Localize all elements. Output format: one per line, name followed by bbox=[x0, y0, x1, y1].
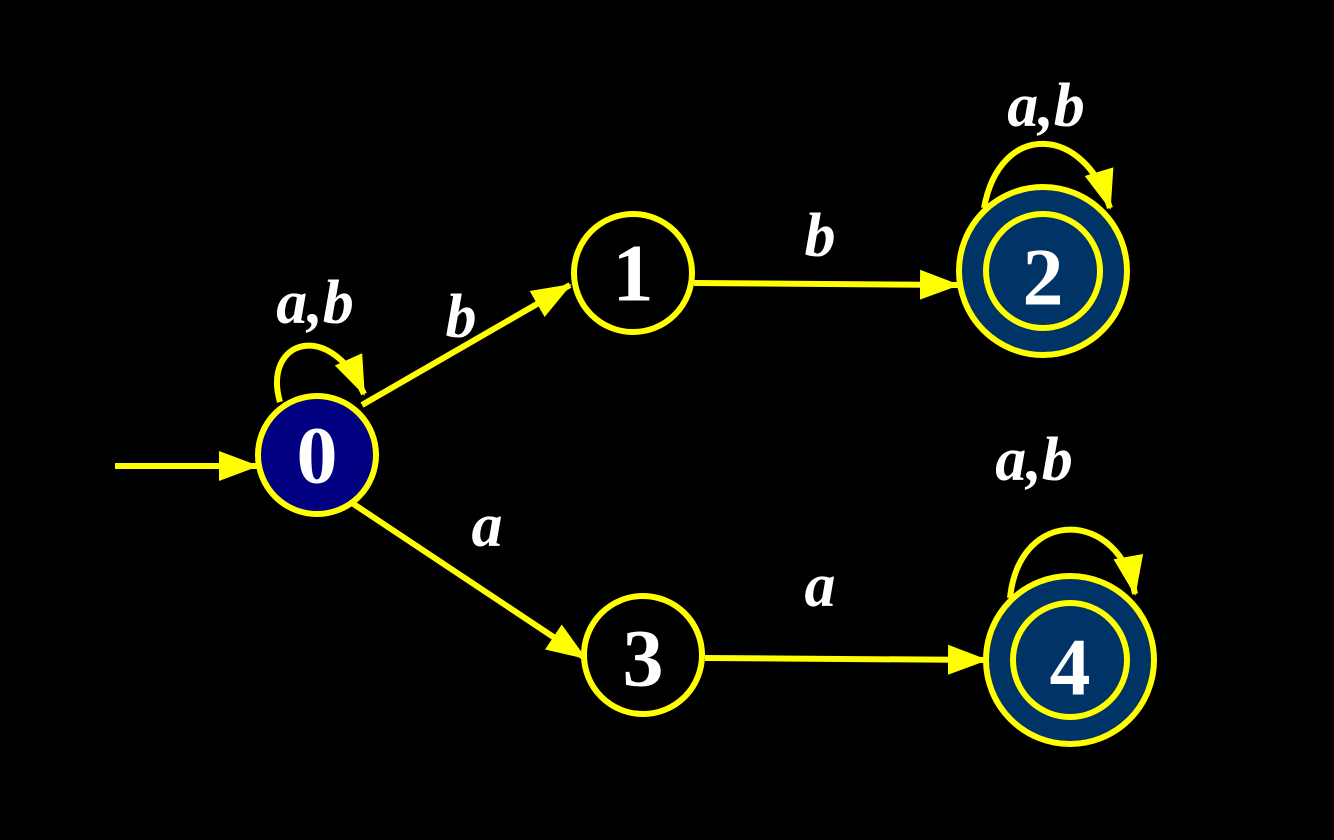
state-1-label: 1 bbox=[613, 228, 654, 319]
edge-1-to-2 bbox=[693, 269, 960, 300]
label-edge-0-to-3: a bbox=[472, 492, 503, 560]
label-edge-3-to-4: a bbox=[805, 552, 836, 620]
state-2-inner-circle bbox=[983, 211, 1103, 331]
loop-4 bbox=[1007, 526, 1144, 599]
label-loop-4: a,b bbox=[995, 426, 1073, 494]
edge-0-to-1 bbox=[360, 282, 572, 408]
state-0-circle bbox=[255, 393, 379, 517]
edge-0-to-3 bbox=[350, 500, 587, 661]
loop-0 bbox=[274, 342, 367, 403]
label-edge-1-to-2: b bbox=[805, 202, 836, 270]
state-4-label: 4 bbox=[1050, 622, 1091, 713]
loop-2 bbox=[981, 140, 1114, 210]
label-loop-0: a,b bbox=[276, 269, 354, 337]
state-2: 2 bbox=[956, 184, 1130, 358]
state-1: 1 bbox=[571, 211, 695, 335]
state-4-inner-circle bbox=[1010, 600, 1130, 720]
state-4: 4 bbox=[983, 573, 1157, 747]
state-1-circle bbox=[571, 211, 695, 335]
state-3-label: 3 bbox=[623, 613, 664, 704]
state-2-label: 2 bbox=[1023, 232, 1064, 323]
label-loop-2: a,b bbox=[1007, 72, 1085, 140]
edge-3-to-4 bbox=[704, 644, 988, 675]
label-edge-0-to-1: b bbox=[446, 283, 477, 351]
state-3-circle bbox=[581, 593, 705, 717]
state-0-label: 0 bbox=[297, 410, 338, 501]
state-3: 3 bbox=[581, 593, 705, 717]
state-0: 0 bbox=[255, 393, 379, 517]
